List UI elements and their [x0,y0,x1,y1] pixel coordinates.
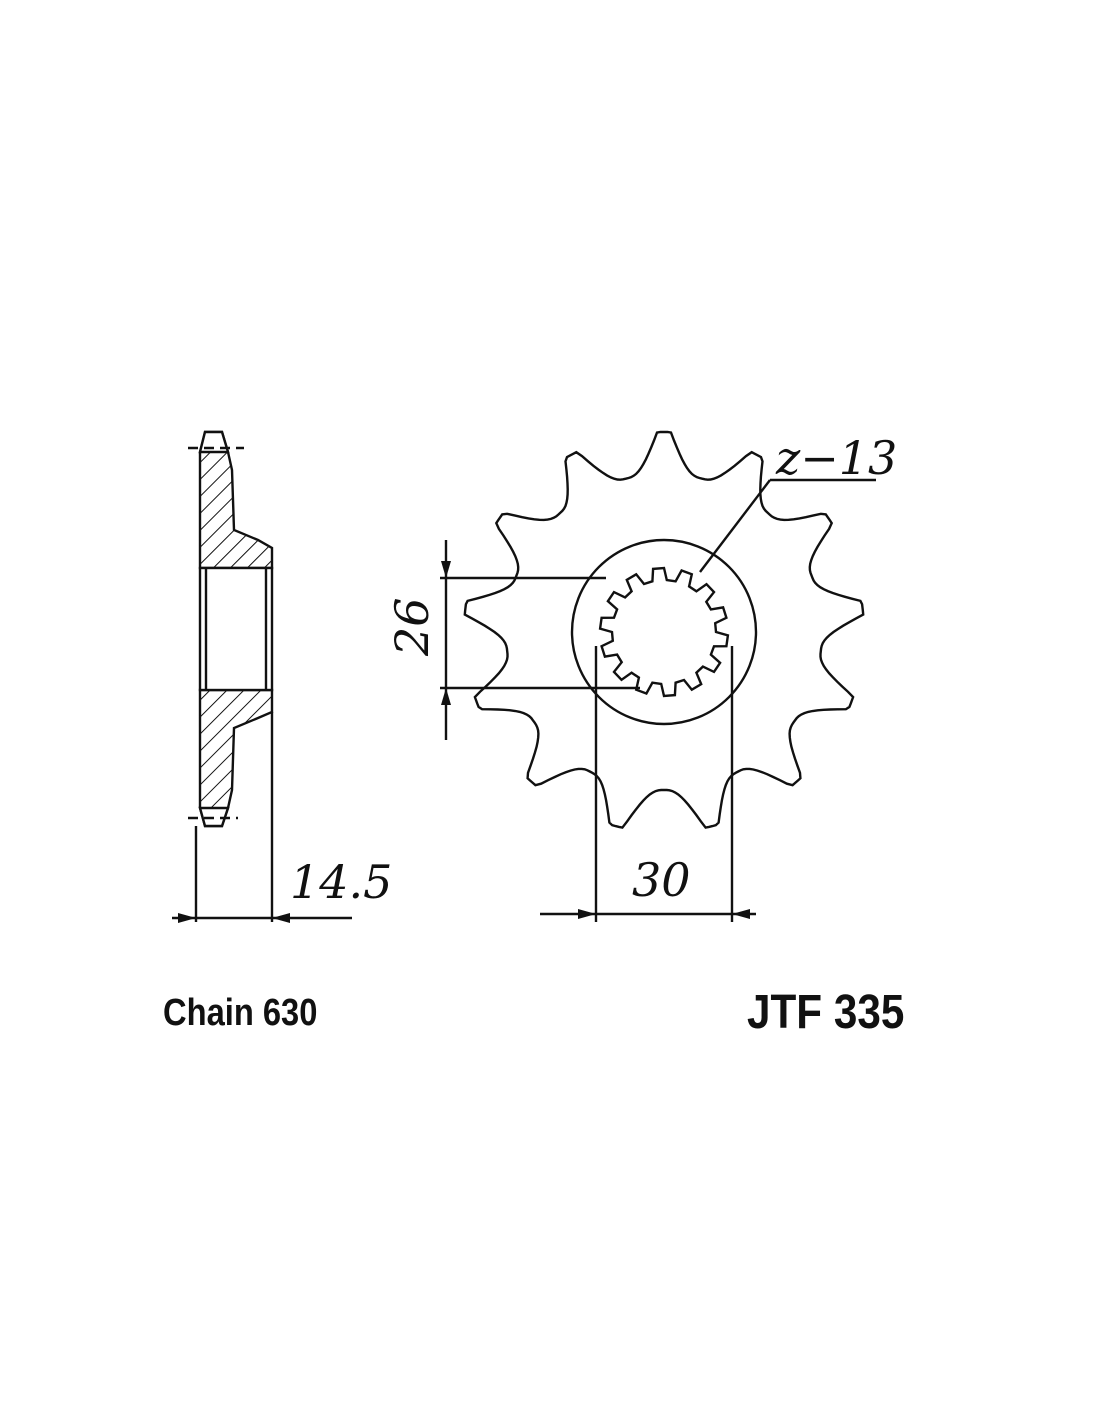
side-view [172,430,352,923]
hub-circle [570,538,758,726]
front-view [440,430,876,922]
side-lower-section [198,688,274,828]
side-bore [198,566,274,692]
spline-dimension: 30 [632,853,691,907]
part-number-label: JTF 335 [747,986,905,1039]
tooth-count-label: z−13 [775,431,897,485]
spline-outline [598,566,730,698]
chain-label: Chain 630 [163,992,318,1034]
bore-dimension: 26 [385,597,439,657]
thickness-dimension: 14.5 [290,855,392,909]
